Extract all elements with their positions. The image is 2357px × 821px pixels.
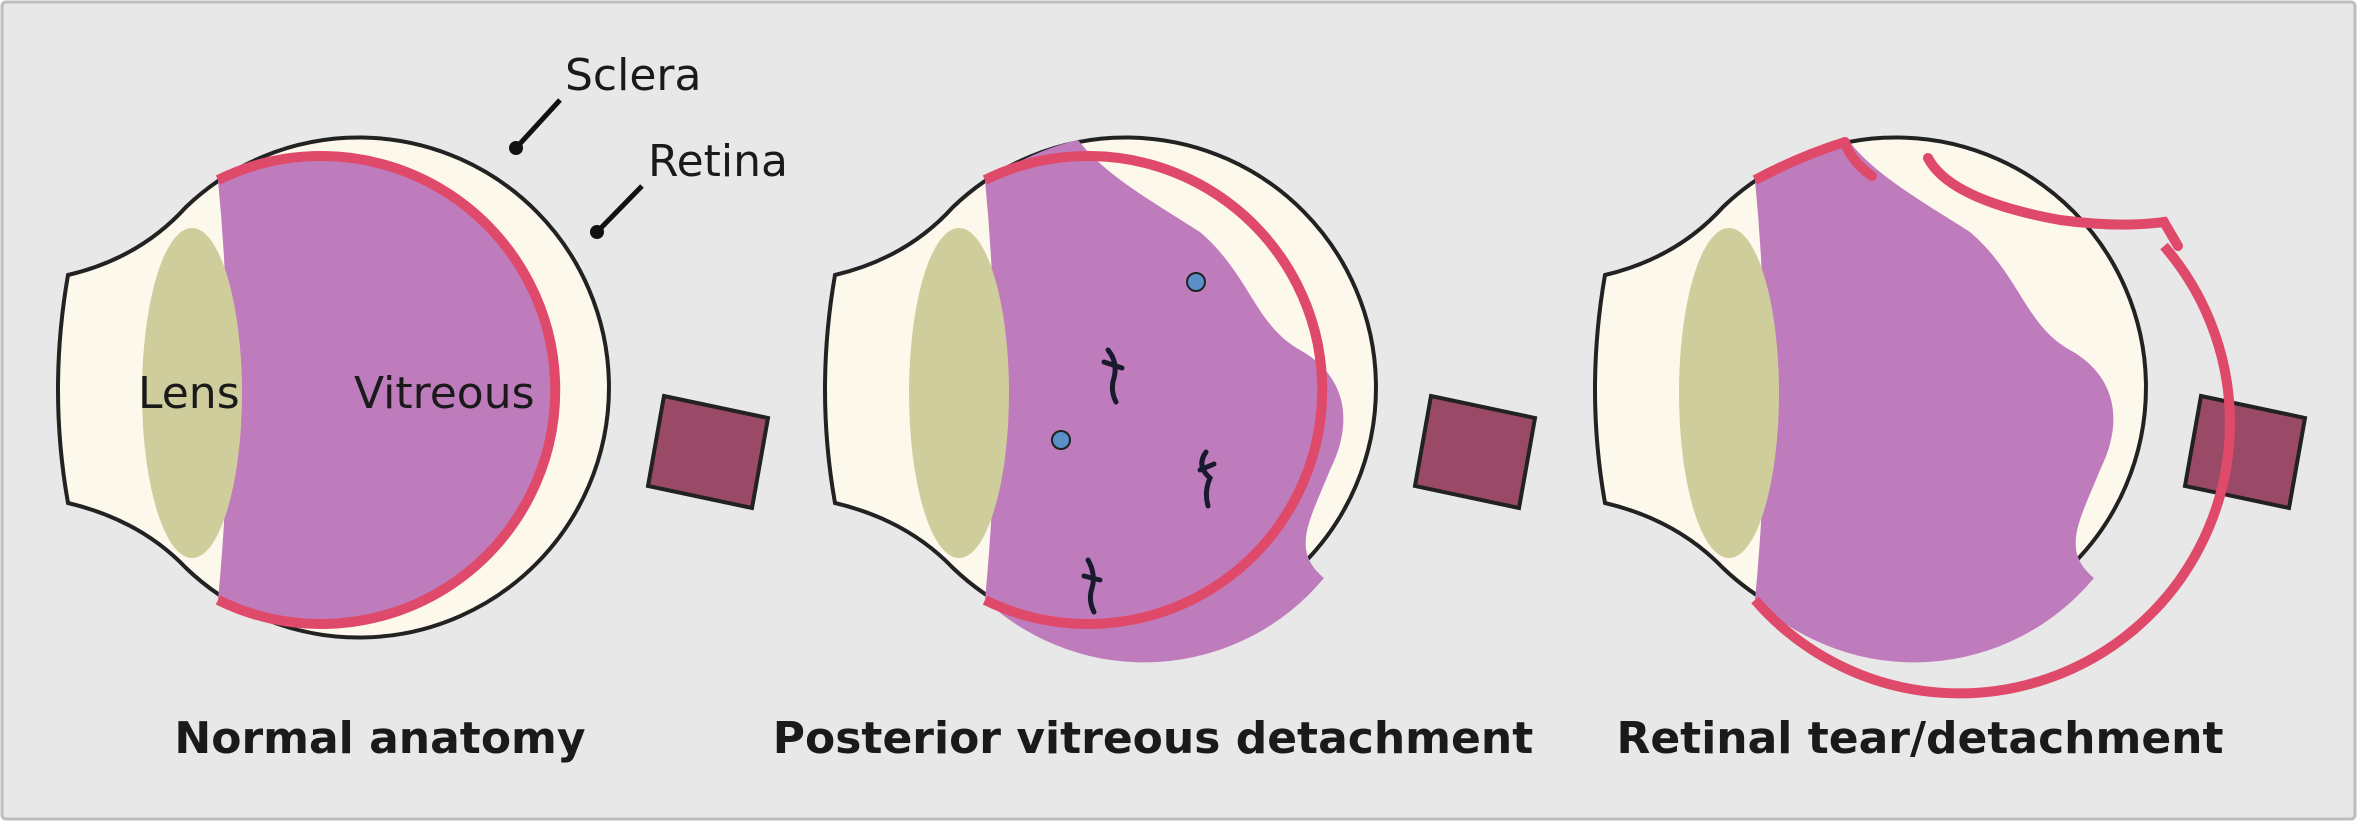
floater-dot <box>1187 273 1205 291</box>
lens-label: Lens <box>138 368 240 419</box>
floater-dot <box>1052 431 1070 449</box>
caption-posterior-vitreous-detachment: Posterior vitreous detachment <box>773 713 1533 764</box>
retina-pointer-dot <box>590 225 604 239</box>
retina-label: Retina <box>648 136 788 187</box>
optic-nerve <box>2185 396 2305 508</box>
sclera-pointer-dot <box>509 141 523 155</box>
optic-nerve <box>648 396 768 508</box>
caption-retinal-tear-detachment: Retinal tear/detachment <box>1616 713 2223 764</box>
caption-normal-anatomy: Normal anatomy <box>174 713 585 764</box>
lens <box>909 228 1009 558</box>
vitreous-label: Vitreous <box>354 368 535 419</box>
sclera-label: Sclera <box>565 50 701 101</box>
lens <box>1679 228 1779 558</box>
optic-nerve <box>1415 396 1535 508</box>
